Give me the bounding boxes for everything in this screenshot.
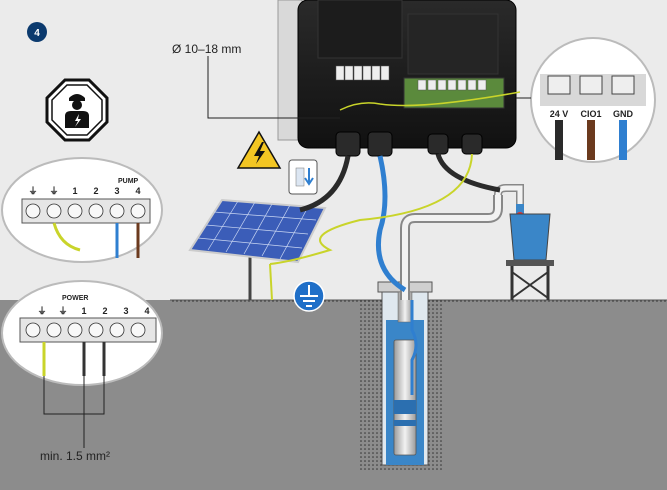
min-cross-section-label: min. 1.5 mm² — [40, 449, 110, 463]
control-box — [277, 0, 517, 157]
ground-symbol-icon — [293, 280, 325, 312]
pump-terminal-1: ⏚ — [49, 186, 58, 196]
power-terminal-0: ⏚ — [37, 306, 46, 316]
pump-cable — [410, 300, 418, 395]
power-block-title: POWER — [62, 295, 88, 302]
switch-icon — [288, 159, 318, 195]
solar-panel — [188, 198, 327, 300]
pump-terminal-0: ⏚ — [28, 186, 37, 196]
power-terminal-1: ⏚ — [58, 306, 67, 316]
power-terminal-4: 3 — [123, 306, 128, 316]
high-voltage-warning-icon — [236, 130, 282, 169]
control-terminal-label-1: CIO1 — [580, 109, 601, 119]
cables — [269, 91, 521, 301]
control-terminal-detail: 24 V CIO1 GND — [530, 37, 656, 163]
cross-section-bracket — [43, 376, 105, 448]
water-tank — [506, 213, 554, 300]
step-badge-number: 4 — [34, 28, 40, 39]
diameter-leader-line — [207, 56, 340, 119]
power-terminal-3: 2 — [102, 306, 107, 316]
power-terminal-5: 4 — [144, 306, 149, 316]
cable-glands — [335, 131, 483, 157]
power-terminal-detail: POWER ⏚ ⏚ 1 2 3 4 — [1, 280, 163, 386]
pump-terminal-3: 2 — [93, 186, 98, 196]
cable-diameter-label: Ø 10–18 mm — [172, 42, 241, 56]
well-shaft — [358, 281, 444, 470]
pump-terminal-2: 1 — [72, 186, 77, 196]
control-terminal-label-0: 24 V — [550, 109, 569, 119]
pump-block-title: PUMP — [118, 178, 139, 185]
control-terminal-label-2: GND — [613, 109, 634, 119]
power-terminal-2: 1 — [81, 306, 86, 316]
pump-terminal-detail: PUMP ⏚ ⏚ 1 2 3 4 — [1, 157, 163, 263]
pump-terminal-5: 4 — [135, 186, 140, 196]
terminal-strip — [335, 65, 390, 81]
pump-terminal-4: 3 — [114, 186, 119, 196]
electrician-icon — [45, 78, 109, 142]
step-badge: 4 — [27, 22, 47, 42]
